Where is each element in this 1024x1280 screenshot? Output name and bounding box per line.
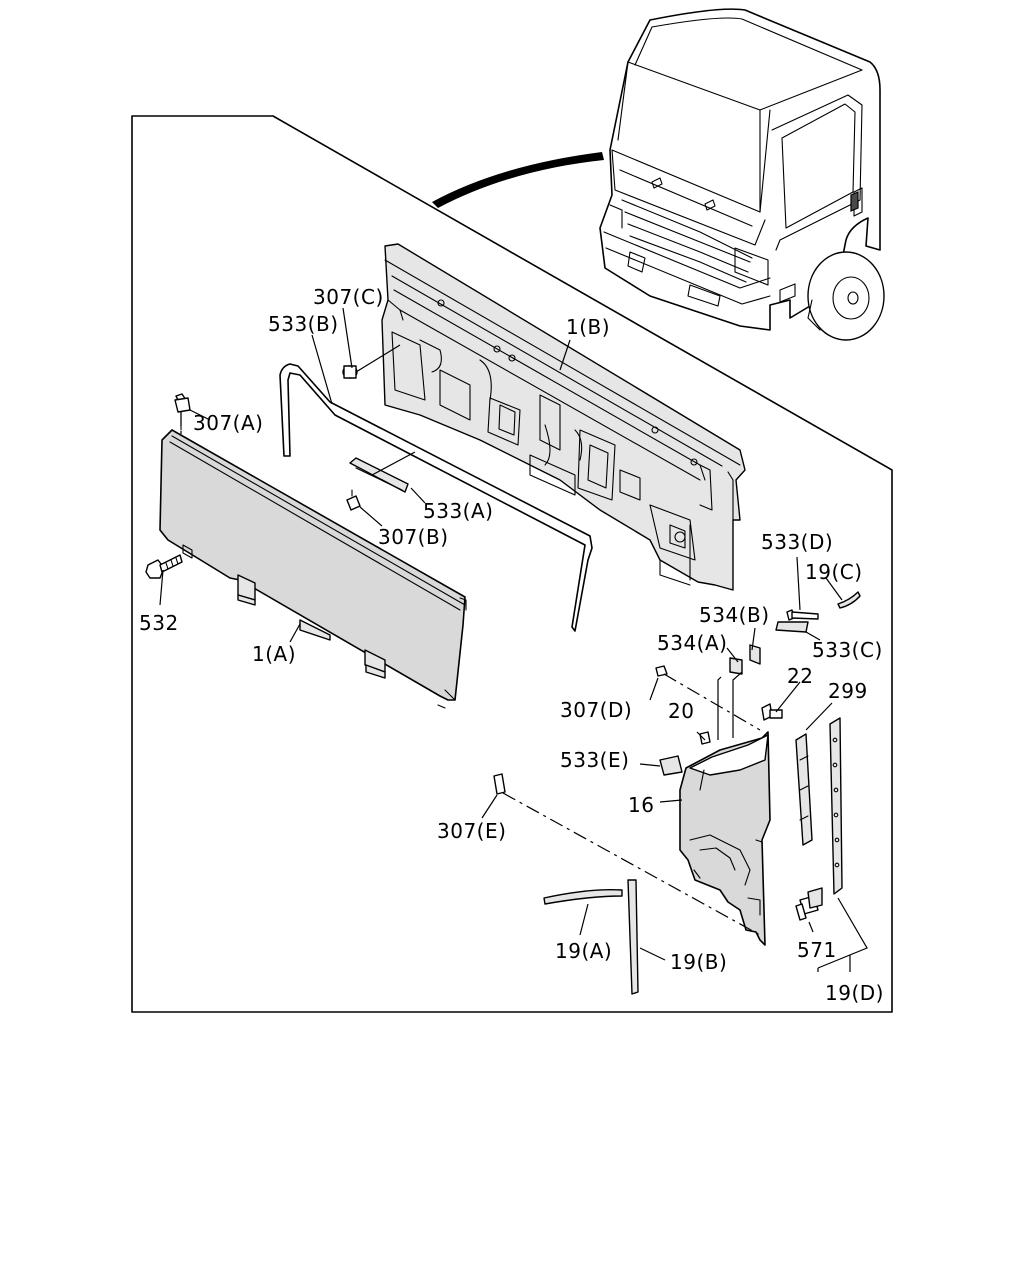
clip-533e bbox=[659, 755, 683, 776]
truck-cab-illustration bbox=[432, 8, 885, 341]
label-19d: 19(D) bbox=[825, 981, 884, 1005]
label-533e: 533(E) bbox=[560, 748, 629, 772]
part-labels: 307(C) 533(B) 1(B) 307(A) 533(A) 307(B) … bbox=[139, 285, 884, 1005]
clip-533c bbox=[775, 621, 809, 633]
lower-panel-1a bbox=[159, 429, 467, 709]
label-533b: 533(B) bbox=[268, 312, 339, 336]
label-534b: 534(B) bbox=[699, 603, 770, 627]
label-307c: 307(C) bbox=[313, 285, 384, 309]
label-307a: 307(A) bbox=[193, 411, 263, 435]
bolt-22 bbox=[761, 703, 783, 721]
clip-307a bbox=[174, 393, 191, 431]
label-1a: 1(A) bbox=[252, 642, 296, 666]
label-22: 22 bbox=[787, 664, 813, 688]
label-19b: 19(B) bbox=[670, 950, 727, 974]
label-19a: 19(A) bbox=[555, 939, 612, 963]
bolt-532 bbox=[145, 554, 183, 579]
clip-307c bbox=[342, 365, 358, 379]
trim-19b bbox=[627, 879, 639, 995]
clip-307d bbox=[655, 665, 668, 677]
clip-534a bbox=[729, 657, 743, 675]
strip-299 bbox=[795, 733, 813, 846]
leader-lines bbox=[159, 307, 868, 972]
corner-panel-16 bbox=[679, 731, 771, 946]
upper-panel-1b bbox=[381, 243, 746, 591]
trim-19d bbox=[829, 717, 843, 895]
strip-533a bbox=[349, 457, 409, 493]
label-533d: 533(D) bbox=[761, 530, 833, 554]
clip-307e bbox=[493, 773, 506, 795]
label-532: 532 bbox=[139, 611, 179, 635]
label-16: 16 bbox=[628, 793, 654, 817]
centerline-307e bbox=[502, 792, 761, 936]
seal-533b bbox=[279, 363, 593, 632]
centerline-307d bbox=[663, 673, 761, 731]
label-19c: 19(C) bbox=[805, 560, 863, 584]
label-571: 571 bbox=[797, 938, 837, 962]
trim-19a bbox=[543, 889, 623, 905]
label-533a: 533(A) bbox=[423, 499, 493, 523]
label-533c: 533(C) bbox=[812, 638, 883, 662]
clip-571 bbox=[795, 887, 823, 921]
label-1b: 1(B) bbox=[566, 315, 610, 339]
clip-534b bbox=[749, 644, 761, 665]
clip-20 bbox=[699, 731, 711, 745]
clip-533d bbox=[786, 609, 819, 621]
label-307e: 307(E) bbox=[437, 819, 506, 843]
diagram-frame bbox=[131, 115, 893, 1013]
label-307b: 307(B) bbox=[378, 525, 449, 549]
clip-307b bbox=[346, 489, 361, 511]
label-20: 20 bbox=[668, 699, 694, 723]
label-534a: 534(A) bbox=[657, 631, 727, 655]
label-307d: 307(D) bbox=[560, 698, 632, 722]
label-299: 299 bbox=[828, 679, 868, 703]
trim-19c bbox=[837, 591, 861, 609]
